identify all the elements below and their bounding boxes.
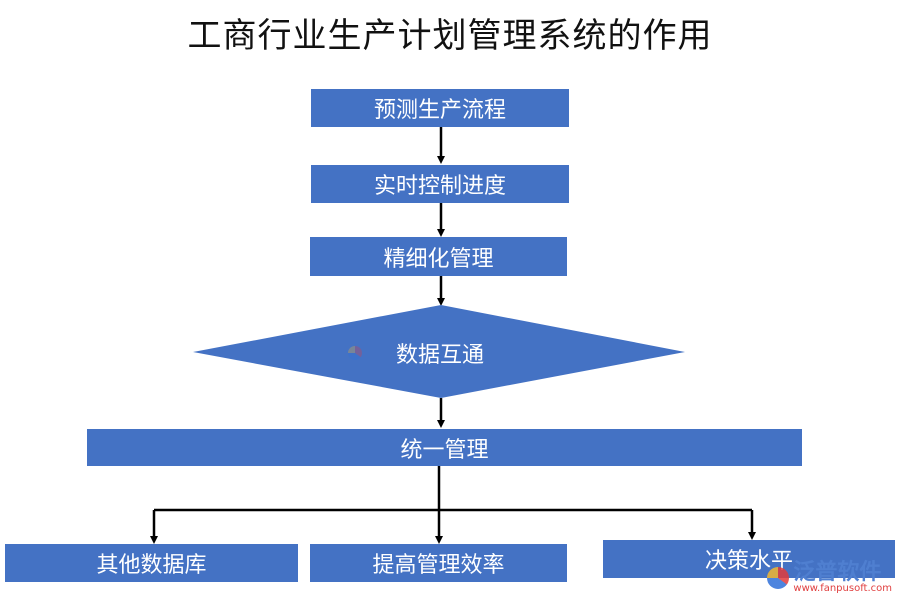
brand-watermark: 泛普软件 www.fanpusoft.com bbox=[767, 562, 892, 594]
step-forecast-process: 预测生产流程 bbox=[311, 89, 569, 127]
step-realtime-progress: 实时控制进度 bbox=[311, 165, 569, 203]
center-watermark bbox=[348, 346, 362, 360]
step-fine-management: 精细化管理 bbox=[310, 237, 567, 276]
diagram-title: 工商行业生产计划管理系统的作用 bbox=[187, 16, 713, 56]
decision-label: 数据互通 bbox=[395, 343, 484, 368]
branch-improve-efficiency: 提高管理效率 bbox=[310, 544, 567, 582]
watermark-brand: 泛普软件 bbox=[793, 560, 882, 585]
fanpu-logo-icon bbox=[348, 346, 362, 360]
watermark-url: www.fanpusoft.com bbox=[793, 583, 892, 594]
branch-decision-level: 决策水平 bbox=[603, 540, 895, 578]
branch-other-databases: 其他数据库 bbox=[5, 544, 298, 582]
step-unified-management: 统一管理 bbox=[87, 429, 802, 466]
fanpu-logo-icon bbox=[767, 567, 790, 589]
decision-diamond bbox=[193, 305, 685, 398]
